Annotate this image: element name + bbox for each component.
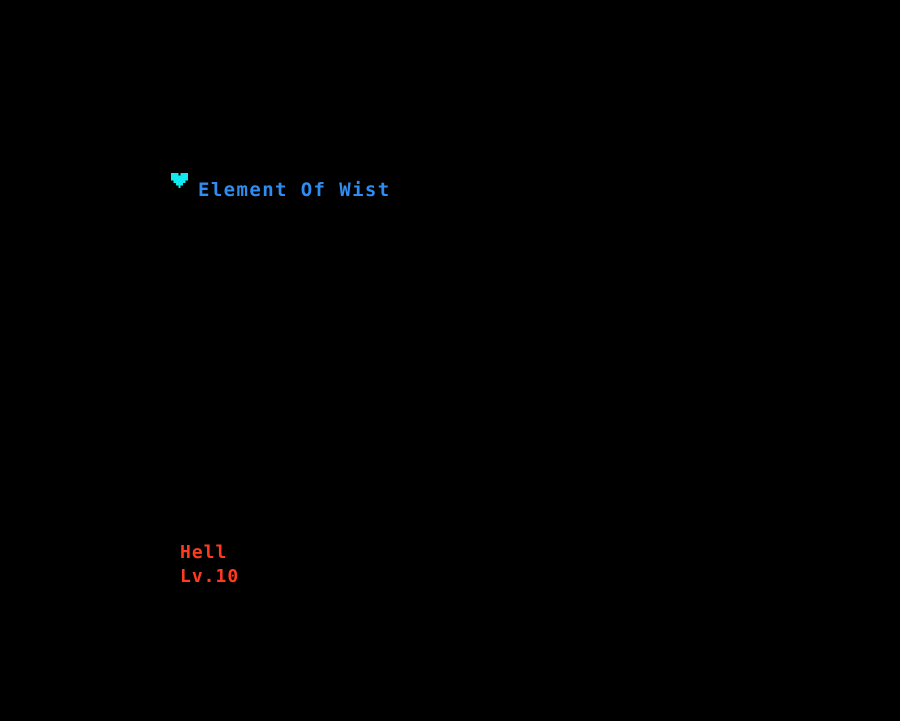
save-file-level: Lv.10 [180, 566, 240, 587]
save-file-name: Hell [180, 542, 228, 563]
save-file-info: Hell Lv.10 [180, 541, 239, 589]
menu-option-element-of-wist[interactable]: Element Of Wist [171, 171, 391, 201]
heart-soul-icon [171, 173, 188, 188]
menu-option-label: Element Of Wist [198, 179, 391, 201]
